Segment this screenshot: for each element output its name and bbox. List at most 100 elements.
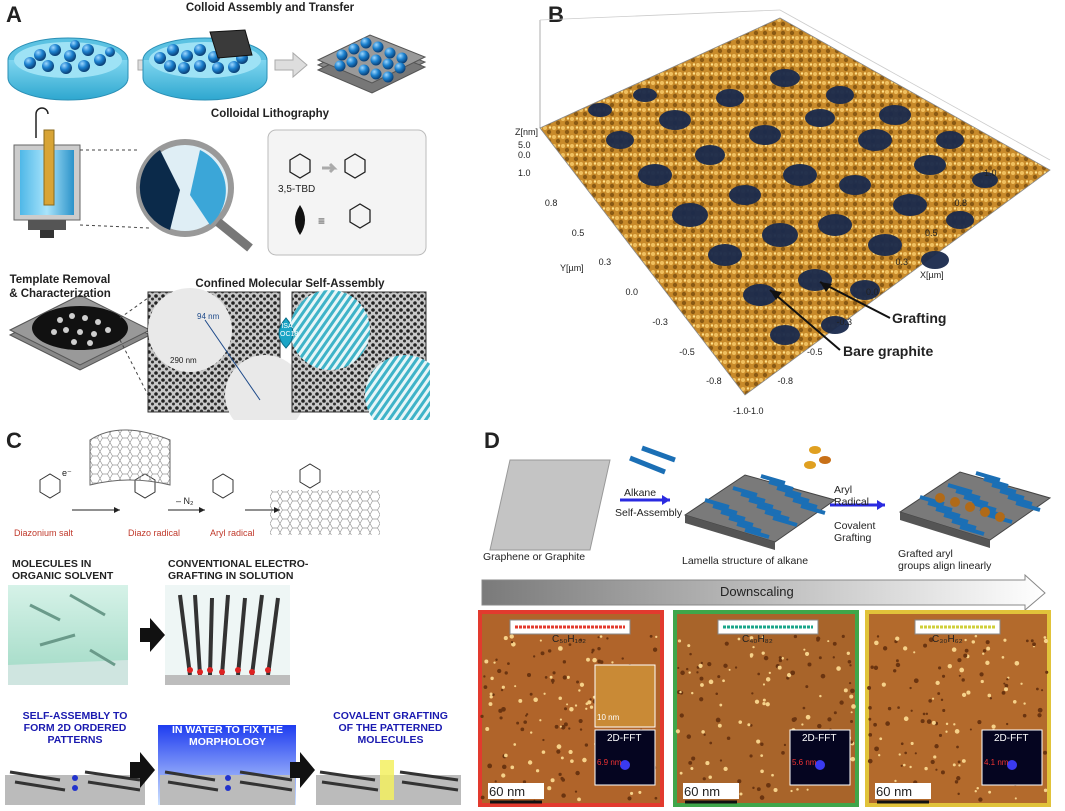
stm-grain xyxy=(959,667,965,673)
stm-grain xyxy=(523,720,527,724)
stm-grain xyxy=(1014,660,1020,666)
stm-grain xyxy=(489,695,493,699)
stm-grain xyxy=(985,660,990,665)
stm-grain xyxy=(935,680,940,686)
stm-grain xyxy=(895,636,900,641)
stm-grain xyxy=(558,772,562,776)
x-tick-label: 1.0 xyxy=(984,168,997,178)
x-tick-label: 0.8 xyxy=(954,197,968,208)
stm-grain xyxy=(958,764,961,767)
stm-grain xyxy=(956,745,959,749)
stm-grain xyxy=(698,663,703,668)
stm-grain xyxy=(1001,690,1006,695)
stm-grain xyxy=(841,634,845,638)
stm-grain xyxy=(807,662,812,667)
aryl-line1: Aryl xyxy=(834,484,853,496)
stm-grain xyxy=(900,742,904,746)
stm-grain xyxy=(702,777,706,781)
stm-grain xyxy=(568,643,572,646)
stm-grain xyxy=(964,638,967,642)
alkane-rod xyxy=(927,501,953,512)
stm-grain xyxy=(551,678,555,683)
stm-grain xyxy=(882,646,888,651)
stm-grain xyxy=(765,677,771,682)
sa-line1: SELF-ASSEMBLY TO xyxy=(22,710,128,722)
stm-grain xyxy=(942,708,946,712)
stm-grain xyxy=(480,714,484,719)
stm-grain xyxy=(963,653,968,658)
stm-grain xyxy=(568,749,573,755)
stm-grain xyxy=(964,648,969,653)
fft-label-2: 2D-FFT xyxy=(994,733,1029,744)
stm-grain xyxy=(707,662,712,667)
mol-solvent-line1: MOLECULES IN xyxy=(12,558,92,570)
stm-grain xyxy=(749,655,753,658)
z-axis-label: Z[nm] xyxy=(515,127,539,137)
y-tick-label: 0.5 xyxy=(571,227,585,238)
stm-grain xyxy=(827,640,830,643)
x-tick-label: -1.0 xyxy=(748,406,764,416)
stm-grain xyxy=(597,636,600,639)
alkane-rod xyxy=(963,495,989,506)
stm-grain xyxy=(868,717,872,721)
stm-grain xyxy=(940,770,945,775)
stm-grain xyxy=(574,704,578,707)
sa-line2: FORM 2D ORDERED xyxy=(23,722,127,734)
stm-grain xyxy=(606,637,609,640)
stm-grain xyxy=(796,788,799,791)
stm-grain xyxy=(909,686,912,690)
conv-line1: CONVENTIONAL ELECTRO- xyxy=(168,558,309,570)
stm-grain xyxy=(982,649,987,653)
stm-grain xyxy=(768,671,771,675)
stm-grain xyxy=(801,723,804,726)
alkane-rod xyxy=(1015,501,1041,512)
n2-loss-label: – N₂ xyxy=(176,496,194,506)
stm-grain xyxy=(760,742,764,746)
stm-grain xyxy=(969,728,972,731)
diazonium-label: Diazonium salt xyxy=(14,528,74,538)
stm-grain xyxy=(575,770,580,776)
cov-line3: MOLECULES xyxy=(357,734,424,746)
colloid-assembly-title: Colloid Assembly and Transfer xyxy=(185,2,355,14)
stm-grain xyxy=(752,786,755,790)
stm-grain xyxy=(1012,699,1017,704)
stm-grain xyxy=(781,656,784,660)
x-tick-label: 0.3 xyxy=(895,257,909,268)
x-tick-label: -0.5 xyxy=(807,346,823,357)
stm-grain xyxy=(675,729,680,734)
stm-grain xyxy=(850,719,854,723)
stm-grain xyxy=(513,743,517,746)
stm-grain xyxy=(611,661,614,664)
stm-grain xyxy=(895,662,901,668)
alkane-rod xyxy=(744,528,770,539)
y-axis-label: Y[µm] xyxy=(560,263,584,273)
stm-grain xyxy=(504,753,508,758)
stm-grain xyxy=(591,651,594,654)
stm-grain xyxy=(1003,638,1007,642)
stm-grain xyxy=(925,712,929,716)
stm-grain xyxy=(723,663,728,668)
stm-grain xyxy=(1032,642,1036,647)
fft-value-2: 4.1 nm xyxy=(984,758,1009,767)
scalebar-label-1: 60 nm xyxy=(684,784,721,799)
stm-grain xyxy=(547,786,552,791)
panel-c-illustration xyxy=(5,429,461,805)
stm-grain xyxy=(790,670,796,676)
alkane-rod xyxy=(784,492,810,503)
stm-grain xyxy=(756,787,761,792)
transfer-line1: SAMPLE TRANSFER xyxy=(175,712,280,724)
covalent-step-label: Covalent Grafting xyxy=(834,520,875,544)
panel-a-illustration: ≡ xyxy=(7,29,430,420)
conventional-grafting-label: CONVENTIONAL ELECTRO- GRAFTING IN SOLUTI… xyxy=(168,558,308,582)
stm-grain xyxy=(728,668,731,671)
stm-grain xyxy=(487,763,493,769)
x-tick-label: -0.8 xyxy=(777,376,794,387)
aryl-radical-step-label: Aryl Radical xyxy=(834,484,869,508)
stm-grain xyxy=(630,791,634,795)
reagent-label: ISA OC18 xyxy=(280,323,298,339)
stm-grain xyxy=(738,720,743,724)
stm-grain xyxy=(898,753,901,756)
alkane-rod xyxy=(947,483,973,494)
stm-grain xyxy=(558,696,562,700)
stm-grain xyxy=(532,655,536,658)
